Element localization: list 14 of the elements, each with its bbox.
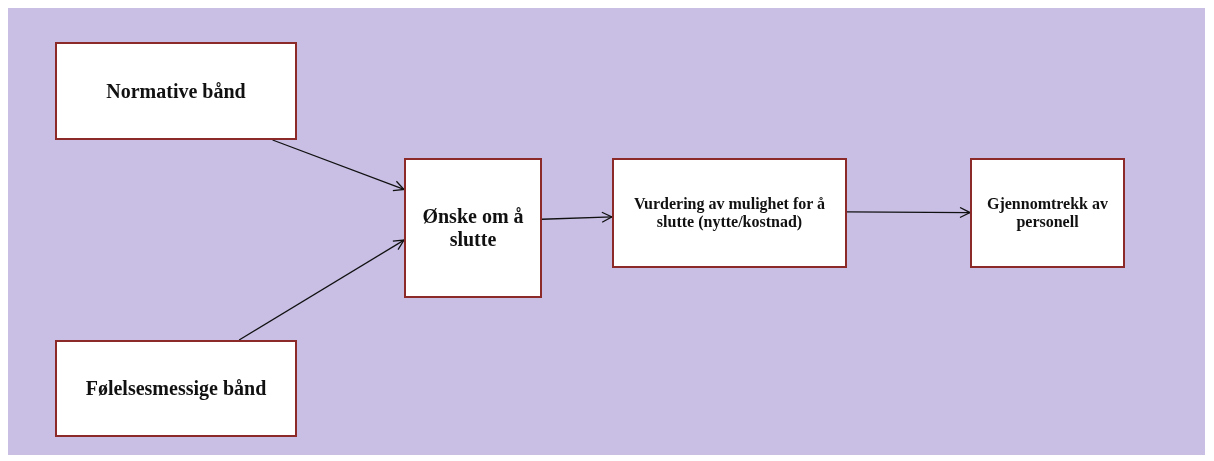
box-label: Følelsesmessige bånd <box>85 377 267 400</box>
box-label: Normative bånd <box>106 79 246 103</box>
process-box <box>612 158 847 268</box>
arrow <box>541 211 613 223</box>
box-label: Gjennomtrekk av personell <box>985 195 1109 231</box>
process-box <box>55 340 297 437</box>
box-label: Ønske om å slutte <box>421 205 525 251</box>
arrow <box>271 139 405 192</box>
process-box <box>970 158 1125 268</box>
arrow <box>846 206 971 219</box>
arrow <box>238 239 405 341</box>
process-box <box>55 42 297 140</box>
process-box <box>404 158 542 298</box>
box-label: Vurdering av mulighet for å slutte (nytte/kostnad) <box>632 195 827 231</box>
